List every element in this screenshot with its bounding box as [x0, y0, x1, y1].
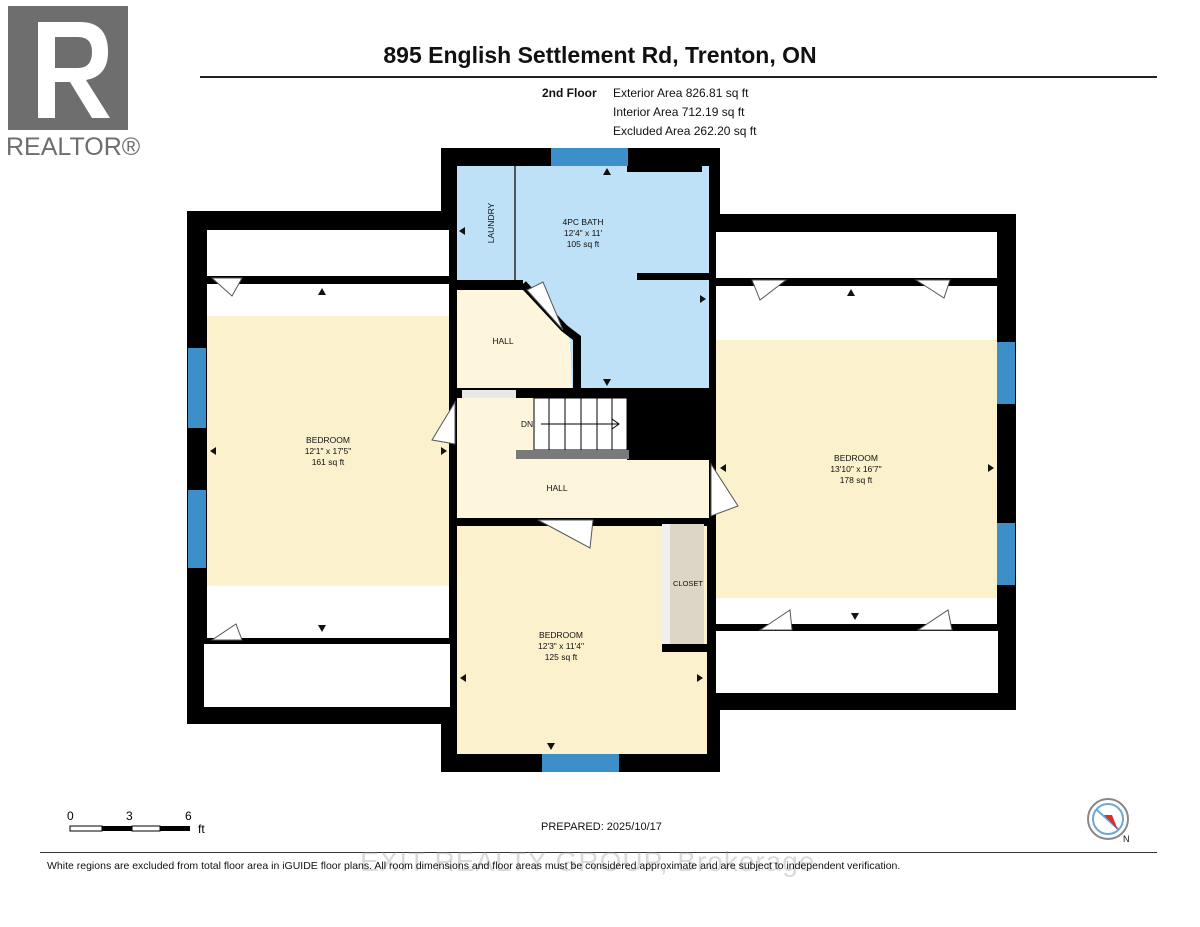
bedroom-right-dims: 13'10" x 16'7" — [830, 464, 881, 474]
brokerage-watermark: EXIT REALTY GROUP, Brokerage — [360, 846, 816, 877]
hall-upper-fill — [457, 290, 572, 388]
stairs — [516, 397, 629, 459]
floor-label: 2nd Floor — [542, 86, 597, 100]
closet-label: CLOSET — [673, 579, 703, 588]
compass-north-label: N — [1123, 834, 1130, 844]
hall-center-label: HALL — [546, 483, 568, 493]
compass-icon: N — [1087, 798, 1130, 844]
closet-fill — [670, 524, 704, 644]
bedroom-right-fill — [716, 340, 997, 598]
laundry-bottom-wall — [457, 280, 523, 290]
laundry-label: LAUNDRY — [486, 202, 496, 243]
excluded-area: Excluded Area 262.20 sq ft — [613, 124, 757, 138]
windows — [188, 148, 1015, 772]
footer-disclaimer: White regions are excluded from total fl… — [47, 860, 901, 872]
exterior-area: Exterior Area 826.81 sq ft — [613, 86, 749, 100]
prepared-date: PREPARED: 2025/10/17 — [541, 821, 662, 833]
bath-dims: 12'4" x 11' — [564, 228, 603, 238]
bath-area: 105 sq ft — [567, 239, 600, 249]
dimension-arrows — [210, 168, 994, 750]
bedroom-left-label: BEDROOM — [306, 435, 350, 445]
laundry-divider — [514, 166, 516, 282]
footer-divider — [40, 852, 1157, 853]
realtor-logo: REALTOR® — [6, 6, 141, 161]
hall-upper-label: HALL — [492, 336, 514, 346]
scale-unit: ft — [198, 822, 205, 836]
door-swings — [210, 277, 953, 641]
bedroom-bottom-area: 125 sq ft — [545, 652, 578, 662]
title-divider — [200, 76, 1157, 78]
bedroom-bottom-dims: 12'3" x 11'4" — [538, 641, 584, 651]
bath-label: 4PC BATH — [563, 217, 604, 227]
interior-area: Interior Area 712.19 sq ft — [613, 105, 745, 119]
bedroom-left-dims: 12'1" x 17'5" — [305, 446, 352, 456]
bedroom-left-area: 161 sq ft — [312, 457, 345, 467]
page-title: 895 English Settlement Rd, Trenton, ON — [383, 42, 817, 68]
hall-opening — [462, 390, 516, 398]
scale-bar: 0 3 6 ft — [67, 809, 205, 836]
bedroom-right-label: BEDROOM — [834, 453, 878, 463]
stair-block — [627, 396, 712, 460]
hall-lower-fill — [457, 460, 709, 518]
realtor-logo-text: REALTOR® — [6, 133, 141, 161]
bedroom-right-area: 178 sq ft — [840, 475, 873, 485]
bedroom-left-fill — [207, 316, 449, 586]
closet-wall — [662, 524, 670, 650]
bath-wall-notch — [627, 150, 702, 172]
bedroom-bottom-label: BEDROOM — [539, 630, 583, 640]
scale-tick-3: 3 — [126, 809, 133, 823]
stair-direction-label: DN — [521, 419, 533, 429]
bath-partition — [637, 273, 709, 280]
scale-tick-6: 6 — [185, 809, 192, 823]
scale-tick-0: 0 — [67, 809, 74, 823]
closet-bottom-wall — [662, 644, 707, 652]
